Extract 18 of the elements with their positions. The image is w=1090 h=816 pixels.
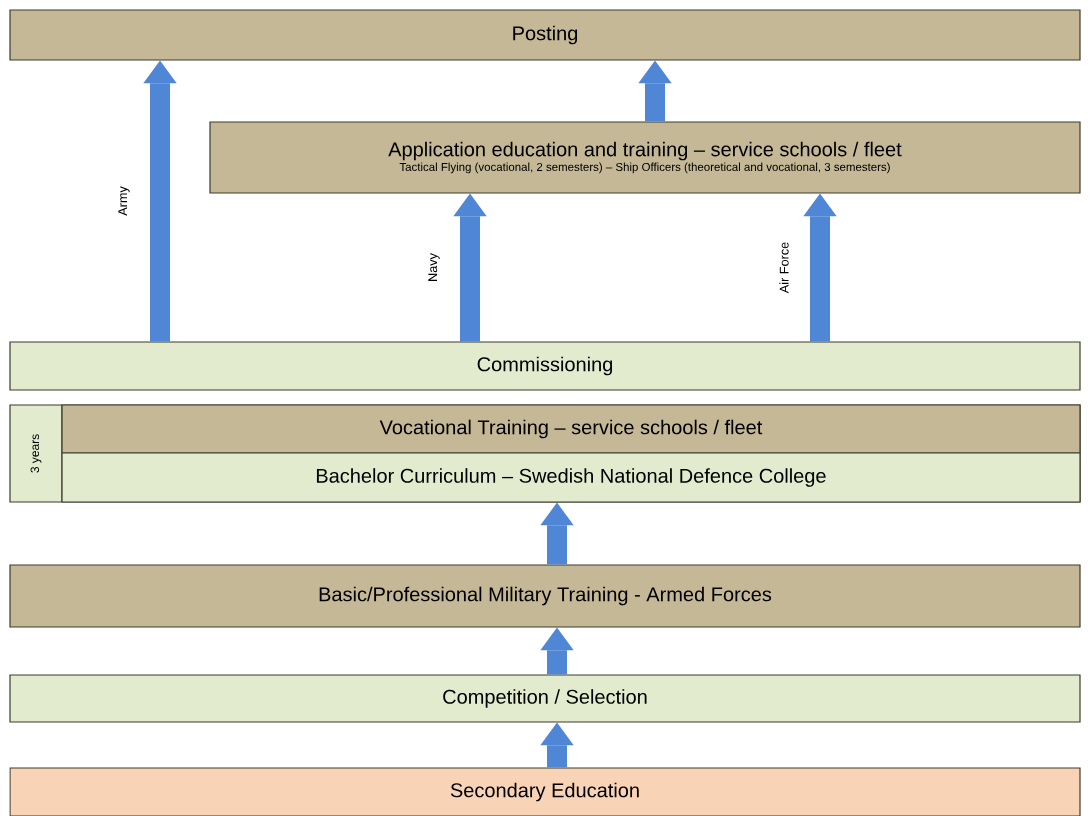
stage-box: Application education and training – service schools / fleet Tactical Flying (vocational, 2 semesters) – Ship Officers (theoretical and vocational, 3 semesters)	[209, 121, 1081, 194]
stage-box: Basic/Professional Military Training - Armed Forces	[9, 564, 1081, 628]
block-arrow	[803, 193, 837, 342]
block-arrow	[638, 60, 672, 122]
block-arrow	[540, 627, 574, 675]
stage-box: Vocational Training – service schools / fleet	[61, 404, 1081, 454]
stage-box: Bachelor Curriculum – Swedish National Defence College	[61, 452, 1081, 503]
stage-box: Posting	[9, 9, 1081, 61]
stage-box: Secondary Education	[9, 767, 1081, 816]
block-arrow	[143, 60, 177, 342]
block-arrow	[540, 502, 574, 565]
stage-box: Commissioning	[9, 341, 1081, 391]
block-arrow	[540, 722, 574, 768]
edge-label: Navy	[428, 253, 440, 281]
edge-label: Air Force	[779, 242, 789, 294]
stage-box: Competition / Selection	[9, 674, 1081, 723]
edge-label: Army	[118, 186, 130, 216]
block-arrow	[453, 193, 487, 342]
